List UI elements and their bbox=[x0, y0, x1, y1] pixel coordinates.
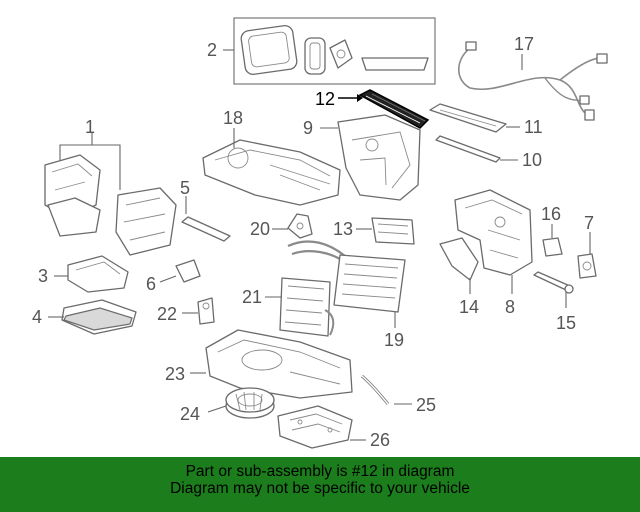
banner-line-2: Diagram may not be specific to your vehi… bbox=[170, 480, 470, 497]
callout-24: 24 bbox=[180, 404, 200, 424]
callout-2: 2 bbox=[207, 40, 217, 60]
callout-25: 25 bbox=[416, 395, 436, 415]
callout-6: 6 bbox=[146, 274, 156, 294]
callout-13: 13 bbox=[333, 219, 353, 239]
callout-18: 18 bbox=[223, 108, 243, 128]
callout-15: 15 bbox=[556, 313, 576, 333]
info-banner: Part or sub-assembly is #12 in diagram D… bbox=[0, 457, 640, 512]
callout-5: 5 bbox=[180, 178, 190, 198]
part-2-box bbox=[233, 17, 436, 85]
callout-8: 8 bbox=[505, 297, 515, 317]
part-19-heater-core bbox=[287, 240, 406, 313]
part-26-base-plate bbox=[277, 405, 353, 449]
callout-21: 21 bbox=[242, 287, 262, 307]
callout-23: 23 bbox=[165, 364, 185, 384]
part-14 bbox=[439, 237, 479, 281]
callout-7: 7 bbox=[584, 213, 594, 233]
part-21-evaporator bbox=[279, 277, 335, 337]
banner-line-1: Part or sub-assembly is #12 in diagram bbox=[185, 463, 455, 480]
part-5 bbox=[181, 216, 231, 242]
part-16 bbox=[542, 237, 563, 257]
part-24-blower bbox=[225, 387, 275, 419]
part-2-seal-b bbox=[329, 39, 353, 69]
callout-4: 4 bbox=[32, 307, 42, 327]
callout-17: 17 bbox=[514, 34, 534, 54]
parts-diagram: 2 17 12 11 10 9 18 bbox=[32, 17, 608, 450]
callout-14: 14 bbox=[459, 297, 479, 317]
callout-9: 9 bbox=[303, 118, 313, 138]
part-2-strip bbox=[361, 57, 429, 71]
part-2-gasket bbox=[240, 24, 298, 76]
part-15 bbox=[533, 271, 571, 291]
callout-19: 19 bbox=[384, 330, 404, 350]
callout-22: 22 bbox=[157, 304, 177, 324]
part-20 bbox=[287, 213, 313, 239]
callout-26: 26 bbox=[370, 430, 390, 450]
part-2-group bbox=[233, 17, 436, 85]
part-13 bbox=[371, 217, 415, 245]
callout-11: 11 bbox=[524, 117, 543, 137]
part-9-housing bbox=[337, 114, 421, 201]
part-12-highlighted bbox=[358, 89, 430, 129]
part-1-cases bbox=[44, 154, 177, 256]
part-23-lower-case bbox=[205, 329, 353, 399]
callout-3: 3 bbox=[38, 266, 48, 286]
part-17-wiring-harness bbox=[457, 41, 608, 121]
part-22 bbox=[197, 297, 215, 325]
callout-10: 10 bbox=[522, 150, 542, 170]
callout-16: 16 bbox=[541, 204, 561, 224]
callout-20: 20 bbox=[250, 219, 270, 239]
part-3 bbox=[67, 255, 129, 293]
callout-12: 12 bbox=[315, 89, 335, 109]
part-7 bbox=[577, 253, 597, 279]
part-10 bbox=[435, 135, 501, 163]
callout-1: 1 bbox=[85, 117, 95, 137]
part-8-rear-case bbox=[454, 189, 533, 276]
part-6 bbox=[175, 259, 201, 283]
part-18-upper-case bbox=[202, 139, 341, 206]
